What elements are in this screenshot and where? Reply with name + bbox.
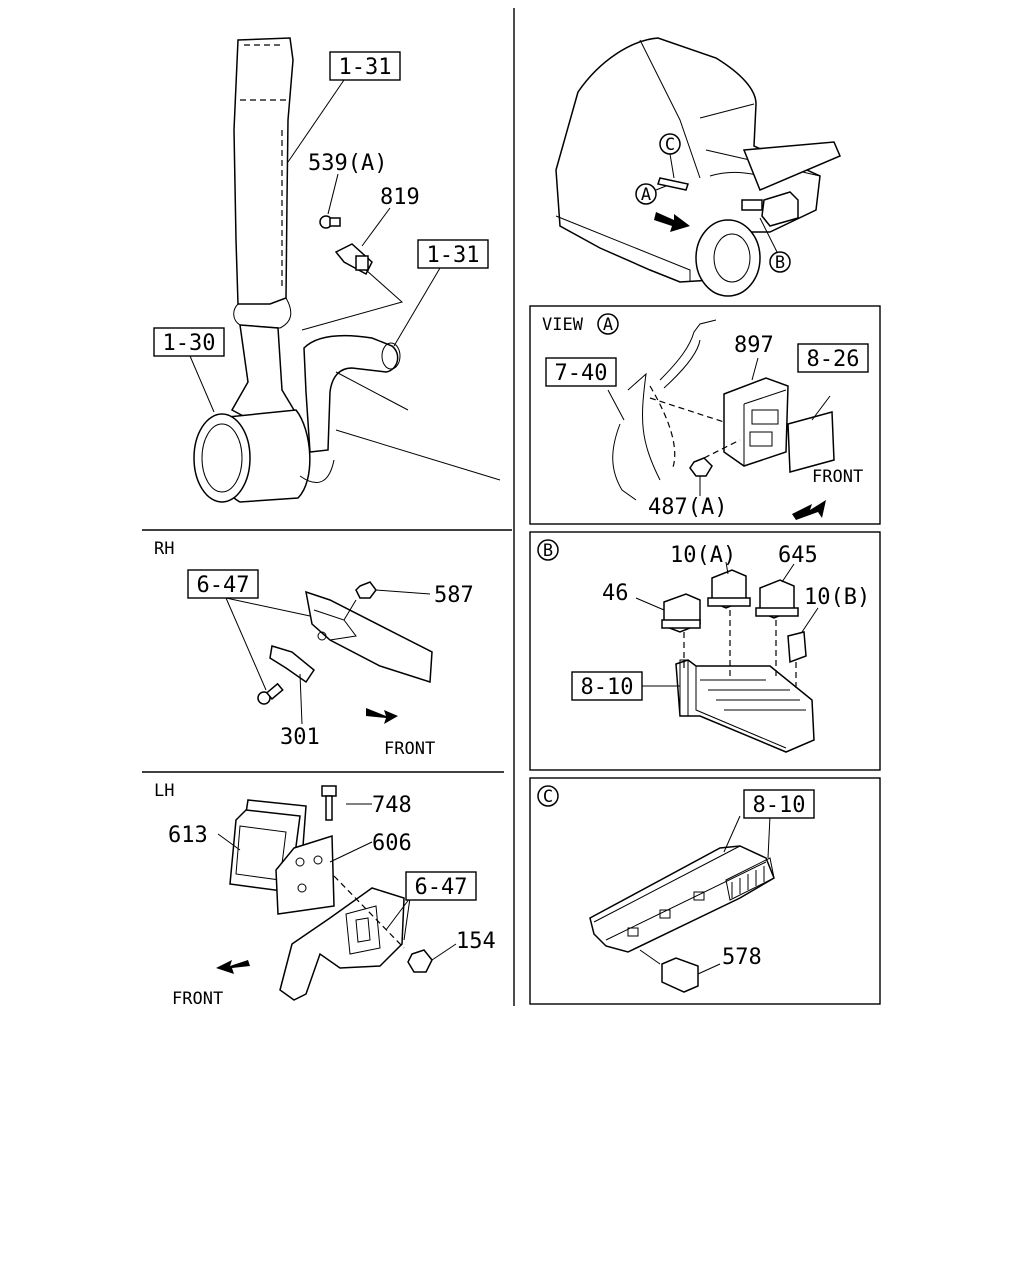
view-a-front-arrow-icon xyxy=(792,500,826,520)
view-a-marker-icon: A xyxy=(597,313,619,335)
part-label-819[interactable]: 819 xyxy=(380,185,420,210)
rh-front-label: FRONT xyxy=(384,739,435,759)
part-label-897[interactable]: 897 xyxy=(734,333,774,358)
ref-box-7-40[interactable]: 7-40 xyxy=(545,357,617,387)
ref-box-6-47-lh[interactable]: 6-47 xyxy=(405,871,477,901)
view-a-front-label: FRONT xyxy=(812,467,863,487)
fuse-box-8-10 xyxy=(675,659,815,753)
svg-text:A: A xyxy=(641,185,651,205)
marker-a-icon: A xyxy=(635,183,657,205)
bolt-rh-icon xyxy=(257,682,284,705)
svg-text:6-47: 6-47 xyxy=(415,875,468,900)
part-label-645[interactable]: 645 xyxy=(778,543,818,568)
lh-panel: LH xyxy=(154,781,496,1009)
marker-b-icon: B xyxy=(769,251,791,273)
view-a-title: VIEW xyxy=(542,315,584,335)
nut-587-icon xyxy=(355,581,377,599)
ref-box-8-10-c[interactable]: 8-10 xyxy=(743,789,815,819)
relay-box-location xyxy=(741,191,799,227)
sensor-819-icon xyxy=(334,243,373,276)
lh-front-arrow-icon xyxy=(216,960,250,974)
cab-front-arrow-icon xyxy=(654,212,690,232)
part-label-606[interactable]: 606 xyxy=(372,831,412,856)
label-card-8-26 xyxy=(787,411,835,473)
part-label-301[interactable]: 301 xyxy=(280,725,320,750)
bolt-539a-icon xyxy=(319,215,341,229)
part-label-154[interactable]: 154 xyxy=(456,929,496,954)
svg-text:1-31: 1-31 xyxy=(427,243,480,268)
bolt-748-icon xyxy=(321,785,337,821)
lh-panel-title: LH xyxy=(154,781,174,801)
svg-text:C: C xyxy=(543,787,553,807)
front-wheel xyxy=(695,219,761,297)
view-a-panel: VIEW A 7-40 xyxy=(529,305,881,525)
panel-dividers xyxy=(142,8,515,1006)
relay-645-icon xyxy=(755,579,799,619)
part-label-613[interactable]: 613 xyxy=(168,823,208,848)
ref-box-8-26[interactable]: 8-26 xyxy=(797,343,869,373)
detail-b-panel: B 10 xyxy=(529,531,881,771)
nut-487a-icon xyxy=(689,457,713,477)
svg-text:B: B xyxy=(775,253,785,273)
svg-text:7-40: 7-40 xyxy=(555,361,608,386)
part-label-487a[interactable]: 487(A) xyxy=(648,495,727,520)
svg-text:1-31: 1-31 xyxy=(339,55,392,80)
rh-front-arrow-icon xyxy=(366,708,398,724)
ref-box-1-30[interactable]: 1-30 xyxy=(153,327,225,357)
fuse-10b-icon xyxy=(787,631,807,664)
part-label-578[interactable]: 578 xyxy=(722,945,762,970)
engine-panel: 1-31 1-31 1-30 539(A) 819 xyxy=(153,37,501,503)
svg-text:B: B xyxy=(543,541,553,561)
fuse-panel-8-10 xyxy=(589,845,775,953)
rh-bracket xyxy=(305,590,433,684)
svg-text:A: A xyxy=(603,315,613,335)
ref-box-1-31-top[interactable]: 1-31 xyxy=(329,51,401,81)
air-intake-duct xyxy=(233,37,294,305)
ref-box-1-31-right[interactable]: 1-31 xyxy=(417,239,489,269)
svg-text:C: C xyxy=(665,135,675,155)
marker-c-icon: C xyxy=(659,133,681,155)
svg-text:8-26: 8-26 xyxy=(807,347,860,372)
detail-c-marker-icon: C xyxy=(537,785,559,807)
relay-46-icon xyxy=(661,593,701,633)
air-cleaner xyxy=(193,409,311,503)
outlet-hose xyxy=(303,334,399,453)
cab-panel: C A B xyxy=(555,37,841,297)
detail-b-marker-icon: B xyxy=(537,539,559,561)
svg-text:1-30: 1-30 xyxy=(163,331,216,356)
module-897 xyxy=(723,377,789,467)
switch-301-icon xyxy=(269,645,316,684)
svg-text:6-47: 6-47 xyxy=(197,573,250,598)
part-label-46[interactable]: 46 xyxy=(602,581,629,606)
relay-578-icon xyxy=(661,957,699,993)
nut-154-icon xyxy=(407,949,433,973)
bracket-606 xyxy=(275,834,335,915)
lh-front-label: FRONT xyxy=(172,989,223,1009)
part-label-10b[interactable]: 10(B) xyxy=(804,585,870,610)
svg-text:8-10: 8-10 xyxy=(581,675,634,700)
svg-text:8-10: 8-10 xyxy=(753,793,806,818)
part-label-10a[interactable]: 10(A) xyxy=(670,543,736,568)
rh-panel: RH 6-47 587 301 FRONT xyxy=(154,539,474,759)
ref-box-6-47-rh[interactable]: 6-47 xyxy=(187,569,259,599)
part-label-587[interactable]: 587 xyxy=(434,583,474,608)
ref-box-8-10-b[interactable]: 8-10 xyxy=(571,671,643,701)
part-label-539a[interactable]: 539(A) xyxy=(308,151,387,176)
rh-panel-title: RH xyxy=(154,539,174,559)
part-label-748[interactable]: 748 xyxy=(372,793,412,818)
relay-10a-icon xyxy=(707,569,751,609)
detail-c-panel: C 8-10 578 xyxy=(529,777,881,1005)
